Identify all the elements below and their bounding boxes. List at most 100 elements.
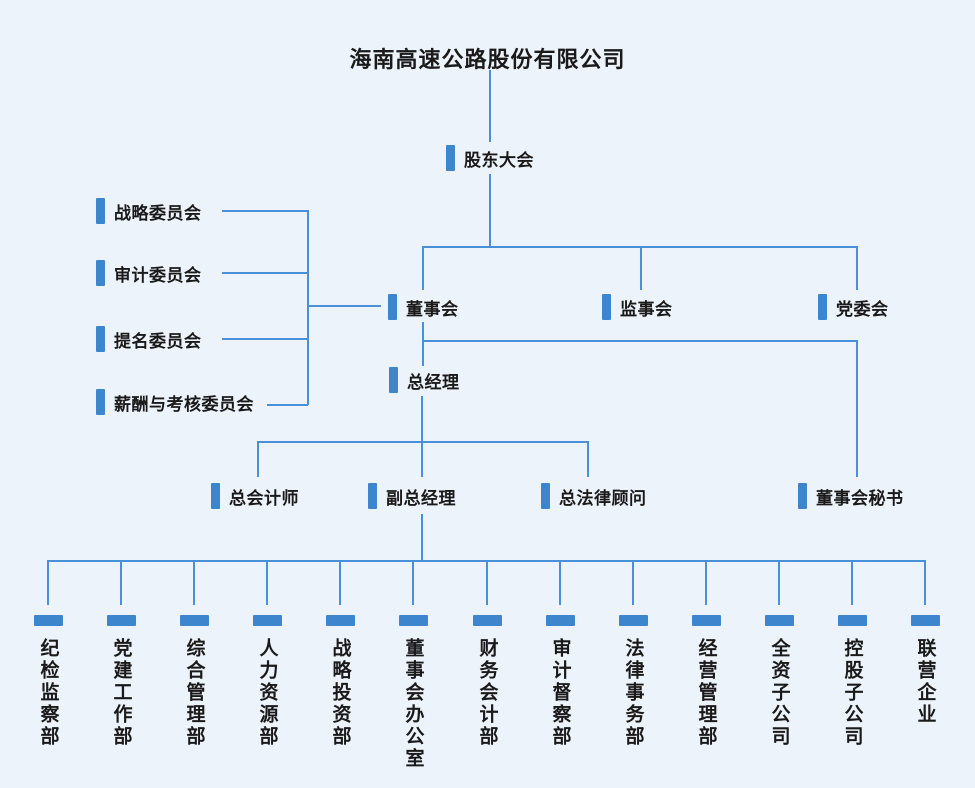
node-general-manager: 总经理 (389, 367, 460, 393)
dept-label: 人力资源部 (256, 638, 278, 748)
dept-label: 联营企业 (914, 638, 936, 726)
node-label: 总法律顾问 (559, 488, 647, 508)
connector-shareholders-to-junction (489, 174, 491, 247)
accent-bar (388, 294, 397, 320)
node-label: 总经理 (407, 372, 460, 392)
dept-associated-enterprises: 联营企业 (906, 615, 944, 726)
node-label: 审计委员会 (114, 265, 202, 285)
node-label: 总会计师 (229, 488, 299, 508)
dept-general-management: 综合管理部 (175, 615, 213, 748)
connector-drop-dept-11 (778, 560, 780, 605)
dept-accent-bar (764, 615, 794, 626)
dept-label: 综合管理部 (183, 638, 205, 748)
accent-bar (96, 389, 105, 415)
connector-drop-chief-legal (587, 441, 589, 477)
connector-drop-supervisory (640, 246, 642, 290)
dept-party-building: 党建工作部 (102, 615, 140, 748)
connector-drop-dept-6 (412, 560, 414, 605)
dept-accent-bar (325, 615, 355, 626)
connector-drop-dept-9 (632, 560, 634, 605)
connector-drop-dept-10 (705, 560, 707, 605)
dept-holding-subsidiaries: 控股子公司 (833, 615, 871, 748)
node-committee-remuneration: 薪酬与考核委员会 (96, 389, 254, 415)
dept-label: 全资子公司 (768, 638, 790, 748)
accent-bar (798, 483, 807, 509)
dept-label: 董事会办公室 (402, 638, 424, 770)
node-label: 董事会 (406, 299, 459, 319)
connector-drop-dept-1 (47, 560, 49, 605)
node-shareholders-meeting: 股东大会 (446, 145, 534, 171)
dept-human-resources: 人力资源部 (248, 615, 286, 748)
dept-label: 控股子公司 (841, 638, 863, 748)
accent-bar (389, 367, 398, 393)
dept-strategic-investment: 战略投资部 (321, 615, 359, 748)
connector-committee-nomination (222, 338, 308, 340)
dept-accent-bar (252, 615, 282, 626)
dept-accent-bar (398, 615, 428, 626)
dept-accent-bar (545, 615, 575, 626)
node-label: 提名委员会 (114, 331, 202, 351)
node-board-secretary: 董事会秘书 (798, 483, 904, 509)
connector-drop-dept-3 (193, 560, 195, 605)
node-party-committee: 党委会 (818, 294, 889, 320)
connector-gm-to-exec-row (421, 396, 423, 477)
dept-audit-supervision: 审计督察部 (541, 615, 579, 748)
dept-label: 战略投资部 (329, 638, 351, 748)
dept-accent-bar (910, 615, 940, 626)
node-deputy-general-manager: 副总经理 (368, 483, 456, 509)
connector-title-to-shareholders (489, 70, 491, 142)
connector-deputygm-to-departments (421, 514, 423, 561)
connector-committee-strategy (222, 210, 308, 212)
node-label: 党委会 (836, 299, 889, 319)
connector-committee-audit (222, 272, 308, 274)
dept-discipline-inspection: 纪检监察部 (29, 615, 67, 748)
node-board-of-directors: 董事会 (388, 294, 459, 320)
dept-label: 经营管理部 (695, 638, 717, 748)
connector-drop-party (856, 246, 858, 290)
dept-accent-bar (472, 615, 502, 626)
accent-bar (96, 260, 105, 286)
dept-finance-accounting: 财务会计部 (468, 615, 506, 748)
connector-committee-remuneration (267, 404, 308, 406)
dept-label: 财务会计部 (476, 638, 498, 748)
node-committee-strategy: 战略委员会 (96, 198, 202, 224)
connector-drop-chief-accountant (257, 441, 259, 477)
accent-bar (446, 145, 455, 171)
accent-bar (541, 483, 550, 509)
connector-drop-dept-7 (486, 560, 488, 605)
node-label: 股东大会 (464, 150, 534, 170)
node-committee-nomination: 提名委员会 (96, 326, 202, 352)
dept-label: 纪检监察部 (37, 638, 59, 748)
node-label: 战略委员会 (114, 203, 202, 223)
node-supervisory-board: 监事会 (602, 294, 673, 320)
dept-label: 法律事务部 (622, 638, 644, 748)
node-chief-accountant: 总会计师 (211, 483, 299, 509)
connector-drop-dept-5 (339, 560, 341, 605)
dept-label: 党建工作部 (110, 638, 132, 748)
accent-bar (602, 294, 611, 320)
node-label: 薪酬与考核委员会 (114, 394, 254, 414)
connector-committee-spine (307, 210, 309, 405)
connector-drop-dept-8 (559, 560, 561, 605)
connector-drop-board (422, 246, 424, 290)
accent-bar (211, 483, 220, 509)
accent-bar (96, 198, 105, 224)
dept-board-office: 董事会办公室 (394, 615, 432, 770)
dept-legal-affairs: 法律事务部 (614, 615, 652, 748)
connector-board-to-secretary-v (856, 340, 858, 477)
dept-operations-management: 经营管理部 (687, 615, 725, 748)
dept-accent-bar (179, 615, 209, 626)
node-label: 监事会 (620, 299, 673, 319)
node-committee-audit: 审计委员会 (96, 260, 202, 286)
dept-label: 审计督察部 (549, 638, 571, 748)
node-label: 董事会秘书 (816, 488, 904, 508)
dept-accent-bar (691, 615, 721, 626)
accent-bar (368, 483, 377, 509)
connector-drop-dept-4 (266, 560, 268, 605)
connector-top-distribution (422, 246, 857, 248)
dept-accent-bar (33, 615, 63, 626)
dept-wholly-owned-subsidiaries: 全资子公司 (760, 615, 798, 748)
dept-accent-bar (618, 615, 648, 626)
connector-board-to-gm (422, 322, 424, 366)
